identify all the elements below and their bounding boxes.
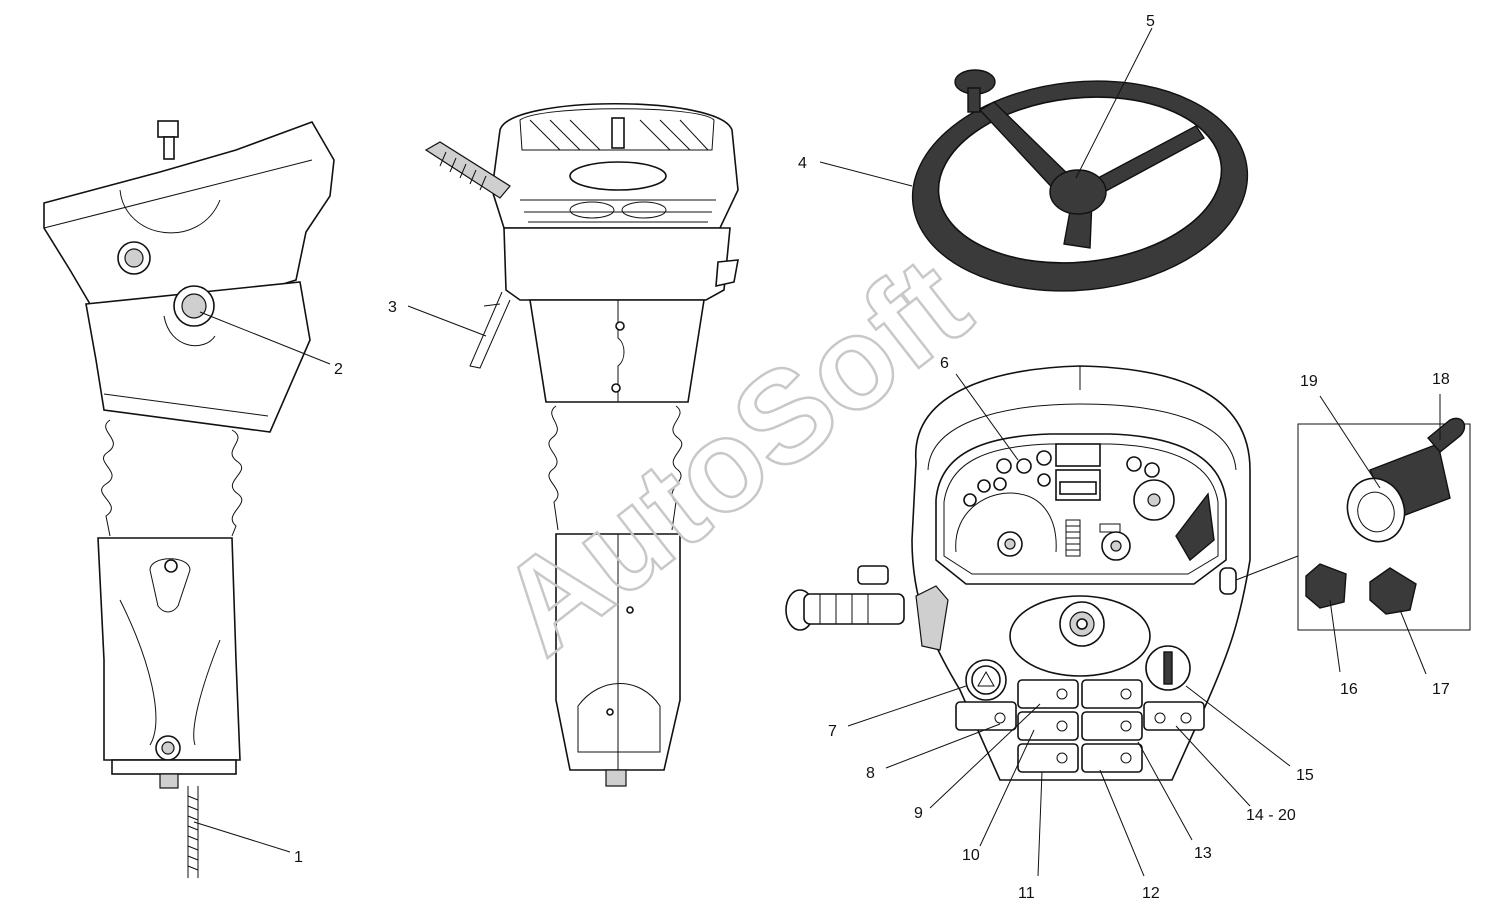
callout-3: 3 (388, 299, 397, 316)
steering-column-front-view (424, 103, 739, 787)
ignition-switch-detail (1235, 417, 1471, 631)
callout-17: 17 (1432, 681, 1450, 698)
callout-13: 13 (1194, 845, 1212, 862)
callout-6: 6 (940, 355, 949, 372)
callout-5: 5 (1146, 13, 1155, 30)
callout-9: 9 (914, 805, 923, 822)
steering-wheel (911, 69, 1249, 292)
callout-18: 18 (1432, 371, 1450, 388)
callout-14-20: 14 - 20 (1246, 807, 1296, 824)
instrument-dashboard (785, 365, 1251, 781)
leader-lines (193, 27, 1441, 877)
callout-4: 4 (798, 155, 807, 172)
callout-11: 11 (1018, 885, 1035, 902)
callout-15: 15 (1296, 767, 1314, 784)
callout-2: 2 (334, 361, 343, 378)
steering-column-side-view (43, 120, 335, 878)
callout-7: 7 (828, 723, 837, 740)
callout-10: 10 (962, 847, 980, 864)
callout-labels: 1 2 3 4 5 6 7 8 9 10 11 12 13 14 - 20 15… (294, 13, 1450, 902)
callout-12: 12 (1142, 885, 1160, 902)
callout-19: 19 (1300, 373, 1318, 390)
callout-8: 8 (866, 765, 875, 782)
callout-16: 16 (1340, 681, 1358, 698)
callout-1: 1 (294, 849, 303, 866)
